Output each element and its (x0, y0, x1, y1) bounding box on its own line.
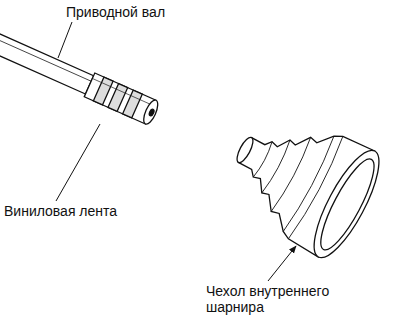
leader-line (58, 22, 72, 58)
part-label: Чехол внутреннего шарнира (206, 283, 346, 315)
boot-drawing (212, 95, 390, 266)
part-label: Виниловая лента (4, 203, 117, 219)
part-label: Приводной вал (66, 4, 165, 20)
leader-line (56, 124, 100, 201)
shaft-drawing (0, 25, 161, 126)
leader-arrow (268, 246, 296, 281)
